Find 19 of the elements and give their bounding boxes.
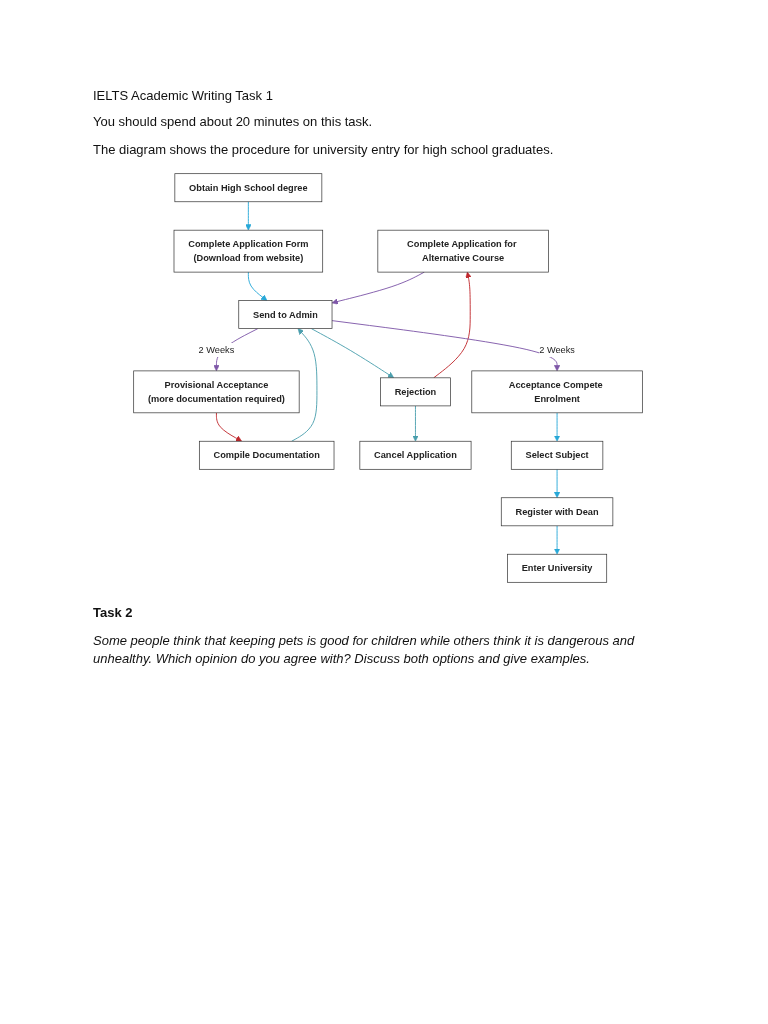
node-box: Register with Dean [500, 497, 614, 527]
node-box: Rejection [380, 377, 451, 407]
node-box: Select Subject [510, 440, 604, 470]
instruction-text: You should spend about 20 minutes on this task. [93, 113, 374, 131]
node-box: Compile Documentation [198, 440, 335, 470]
node-box: Provisional Acceptance (more documentation required) [133, 370, 300, 414]
node-box: Enter University [507, 553, 608, 583]
task-heading: Task 2 [93, 604, 134, 622]
edge-label: 2 Weeks [198, 344, 235, 355]
edge-label: 2 Weeks [539, 344, 575, 355]
node-box: Complete Application Form (Download from website) [173, 229, 324, 273]
node-box: Cancel Application [359, 440, 472, 470]
node-box: Send to Admin [238, 300, 333, 329]
page-title: IELTS Academic Writing Task 1 [93, 87, 274, 105]
node-box: Acceptance Compete Enrolment [471, 370, 643, 414]
task-prompt: Some people think that keeping pets is good for children while others think it is dangerous and unhealthy. Which opinion do you agree with? Discuss both options and give examples. [93, 632, 636, 668]
node-box: Obtain High School degree [174, 173, 323, 203]
diagram-description: The diagram shows the procedure for university entry for high school graduates. [93, 141, 555, 159]
node-box: Complete Application for Alternative Course [377, 229, 549, 273]
